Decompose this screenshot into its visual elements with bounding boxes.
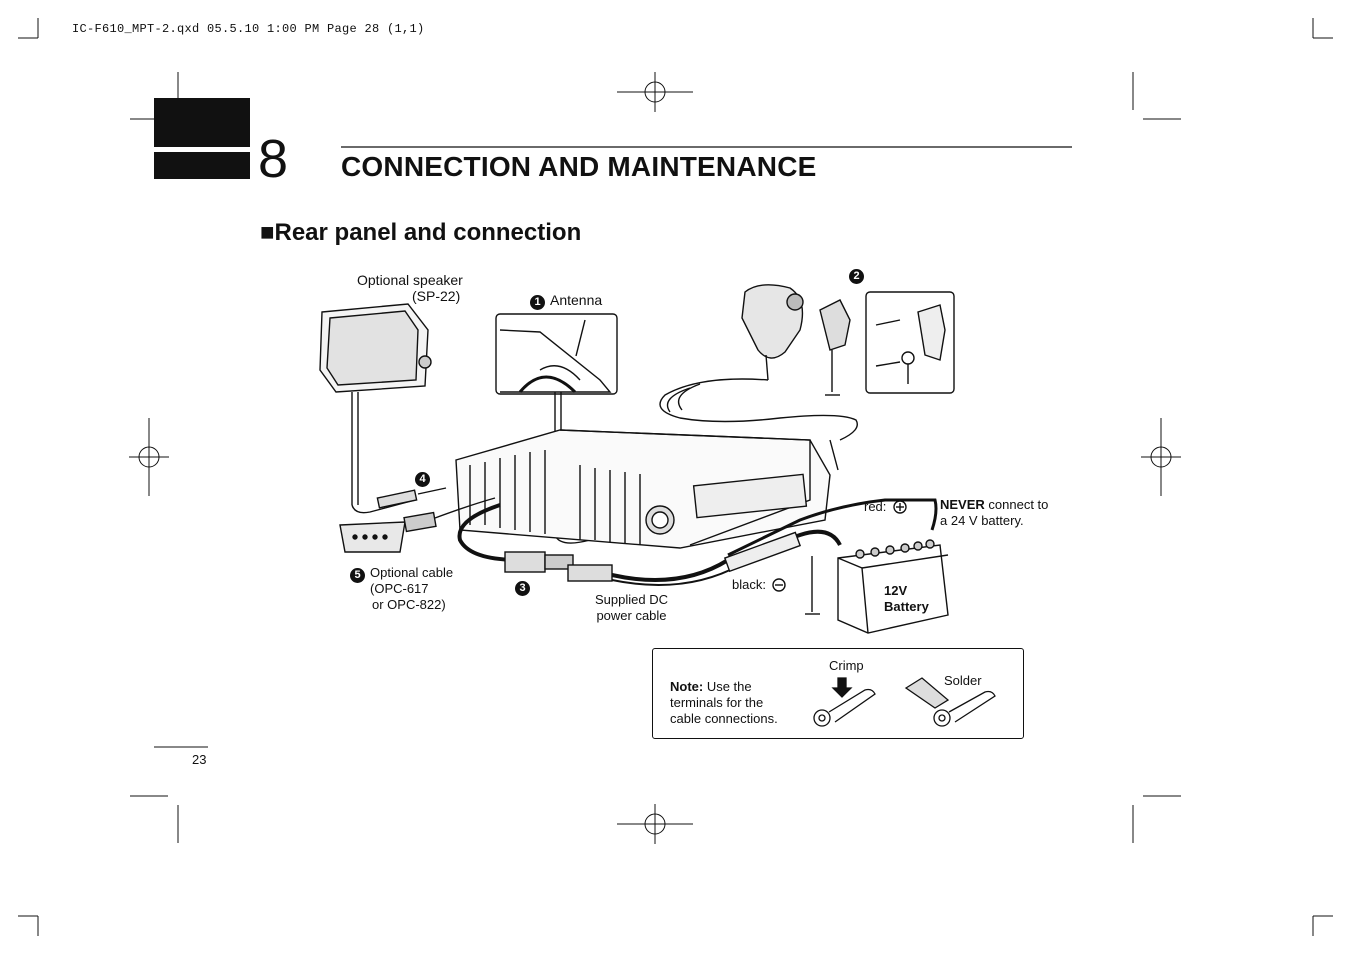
chapter-tab-block xyxy=(154,98,250,147)
red-label: red: xyxy=(864,499,887,514)
microphone-illustration xyxy=(659,284,858,441)
callout-1: 1 xyxy=(530,292,545,310)
page-number: 23 xyxy=(192,752,207,767)
speaker-illustration xyxy=(319,303,432,514)
antenna-label: Antenna xyxy=(550,292,603,308)
chapter-title: CONNECTION AND MAINTENANCE xyxy=(341,151,817,182)
minus-icon xyxy=(772,578,786,592)
mic-hanger-illustration xyxy=(819,291,955,396)
dc-cable-label: Supplied DC power cable xyxy=(595,592,668,623)
black-label: black: xyxy=(732,577,766,592)
crimp-icon xyxy=(813,677,876,727)
note-text: Note: Use the terminals for the cable co… xyxy=(670,679,778,726)
power-cable-illustration xyxy=(457,498,938,615)
file-slug: IC-F610_MPT-2.qxd 05.5.10 1:00 PM Page 2… xyxy=(72,22,425,36)
speaker-label: Optional speaker (SP-22) xyxy=(357,272,463,304)
optional-cable-label: Optional cable (OPC-617 or OPC-822) xyxy=(370,565,454,612)
callout-4: 4 xyxy=(415,469,430,487)
speaker-plug xyxy=(376,487,447,509)
note-box xyxy=(652,648,1024,739)
radio-body-illustration xyxy=(455,429,839,549)
section-marker: ■ xyxy=(260,219,275,246)
callout-3: 3 xyxy=(515,578,530,596)
section-title: Rear panel and connection xyxy=(274,219,582,246)
chapter-number: 8 xyxy=(258,129,289,189)
battery-illustration xyxy=(837,539,949,634)
solder-label: Solder xyxy=(944,673,982,688)
section-heading: ■Rear panel and connection xyxy=(260,219,581,247)
crimp-label: Crimp xyxy=(829,658,864,673)
battery-label: 12V Battery xyxy=(884,583,929,614)
plus-icon xyxy=(893,500,907,514)
callout-2: 2 xyxy=(849,266,864,284)
solder-icon xyxy=(904,677,996,727)
chapter-tab-block-lower xyxy=(154,152,250,179)
callout-5: 5 xyxy=(350,565,365,583)
optional-cable-illustration xyxy=(339,497,496,553)
never-warning: NEVER connect to a 24 V battery. xyxy=(940,497,1049,528)
